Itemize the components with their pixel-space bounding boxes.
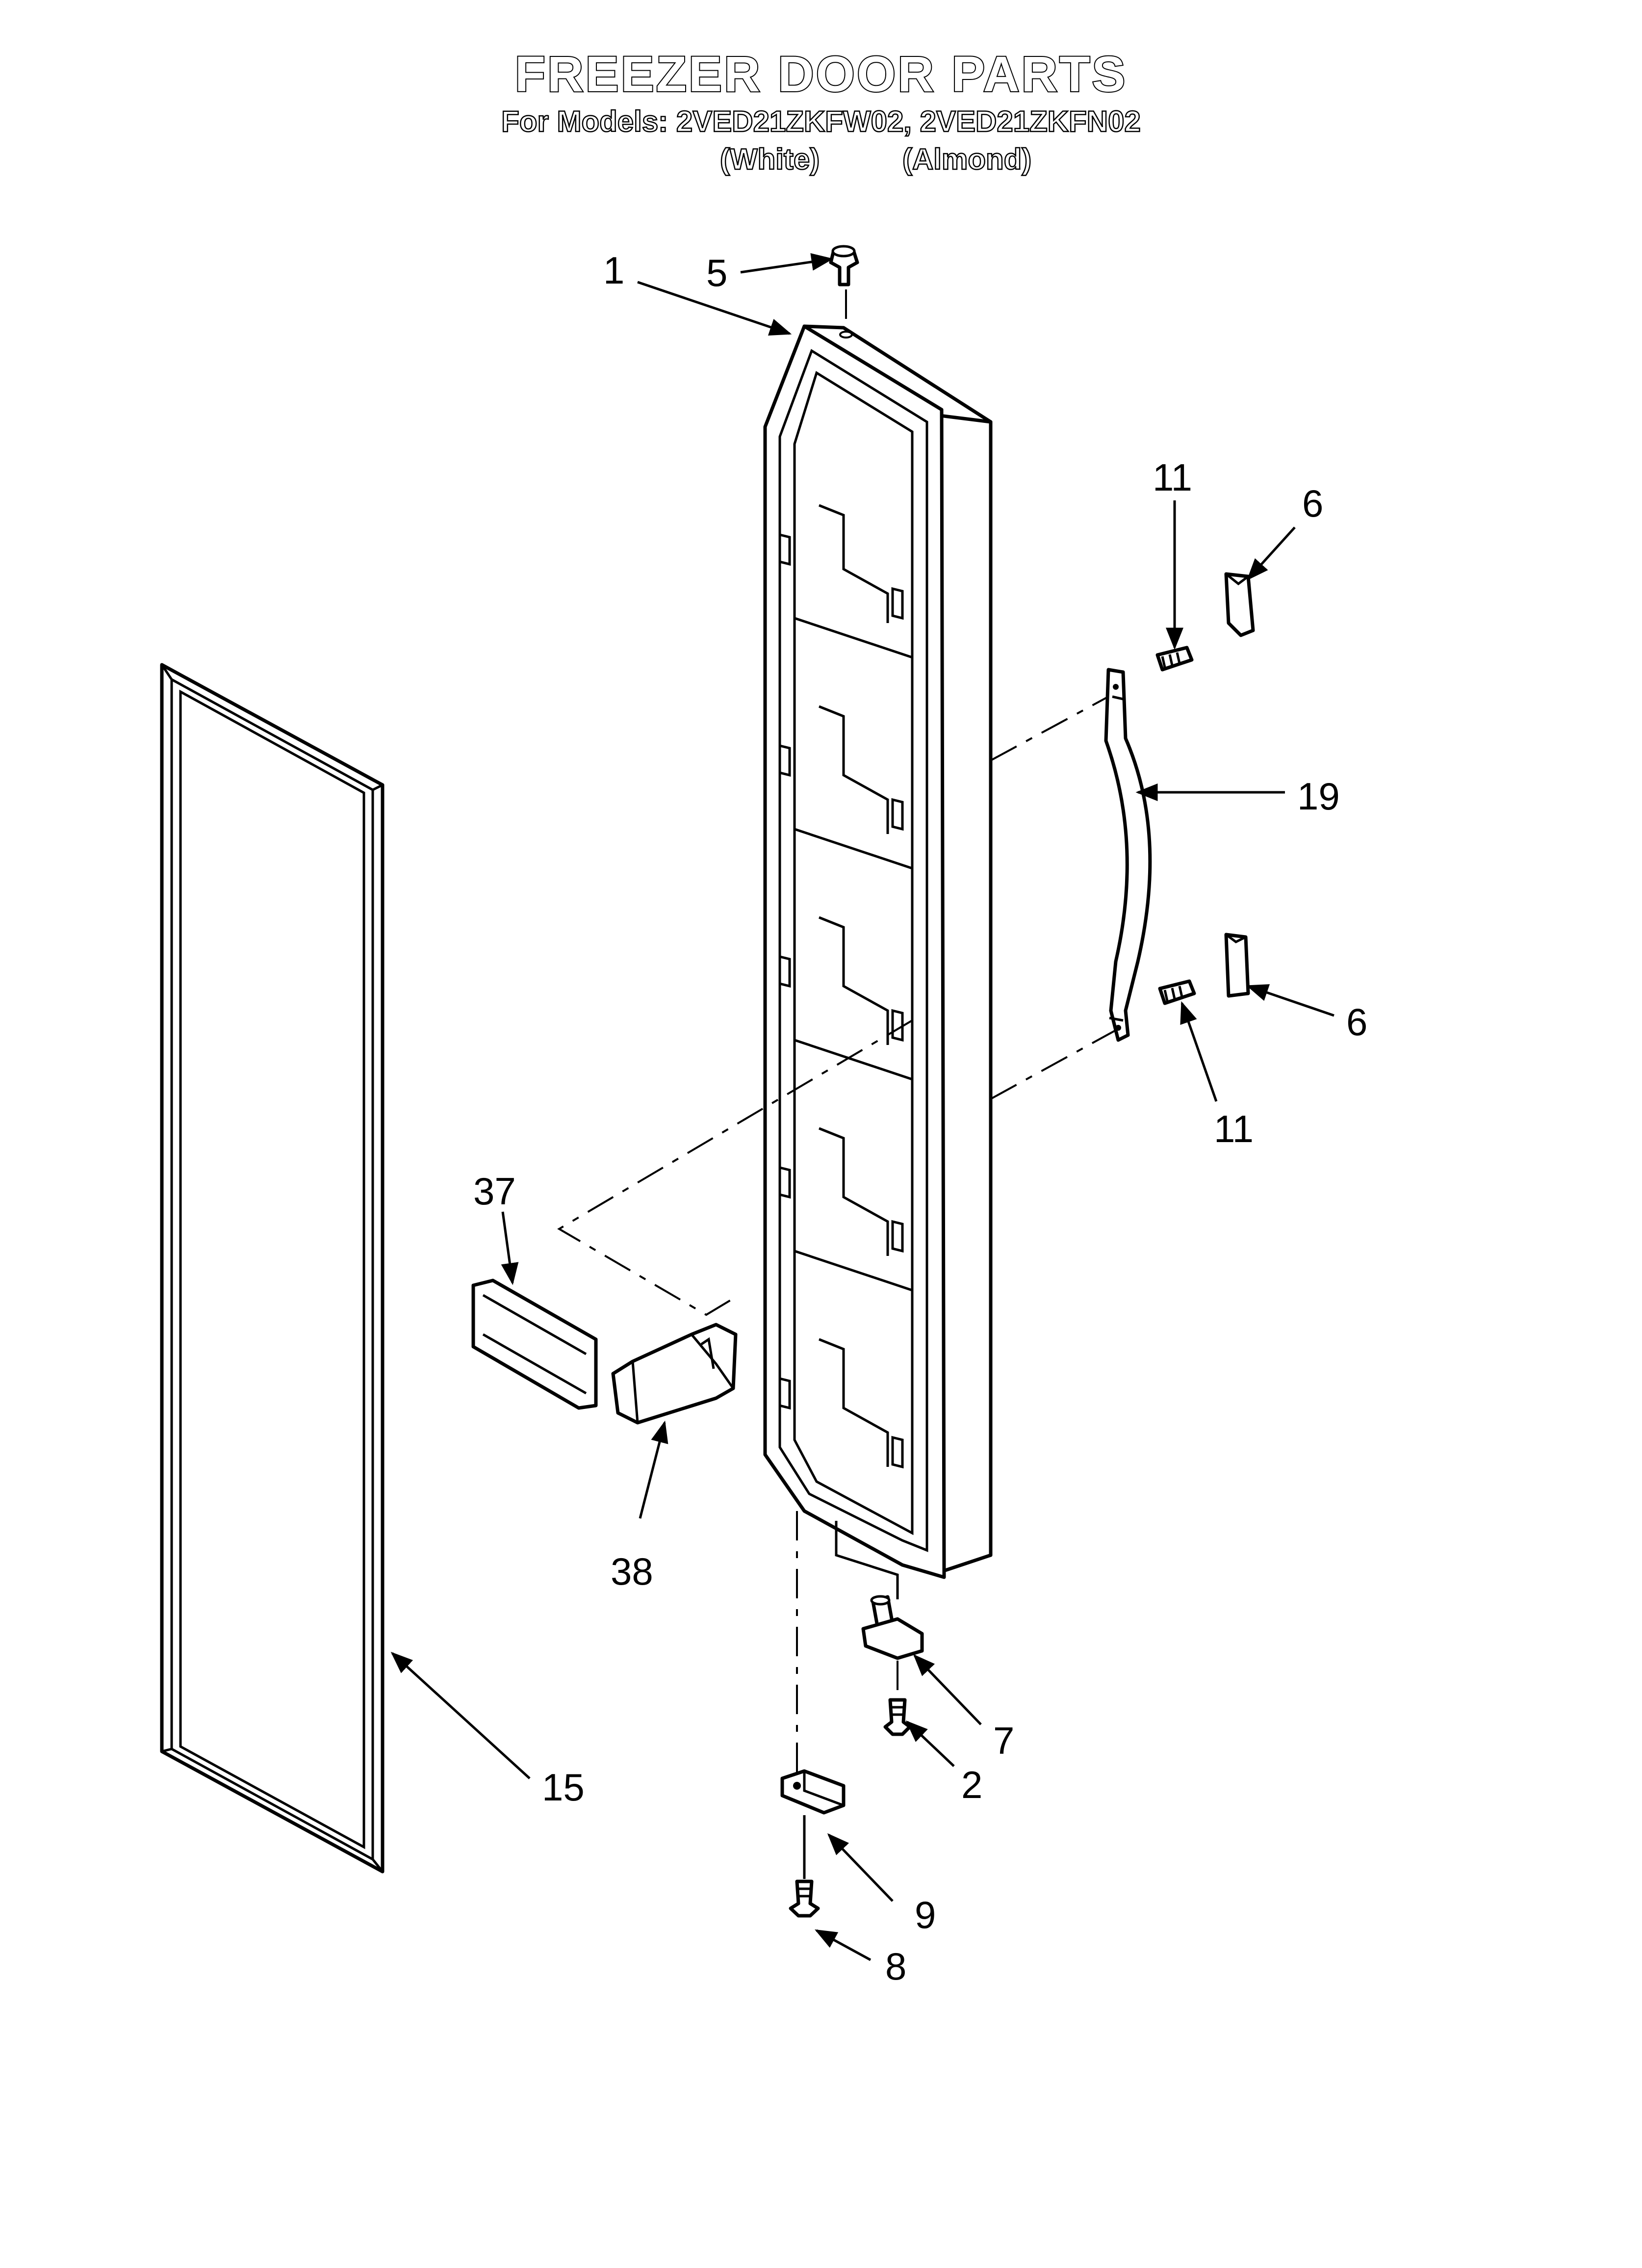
door-panel [763, 324, 993, 1579]
bracket-screw [789, 1879, 820, 1918]
callout-end-cap-top: 6 [1302, 482, 1323, 525]
shelf-alignment-line [557, 1019, 913, 1316]
handle-bottom-alignment-line [990, 1029, 1116, 1100]
callout-hinge: 7 [993, 1719, 1014, 1762]
handle-end-cap-bottom [1224, 933, 1250, 998]
callout-bottom-bracket: 9 [915, 1893, 936, 1936]
callout-handle-screw-bottom: 11 [1214, 1107, 1254, 1150]
callout-handle: 19 [1297, 775, 1340, 818]
handle-screw-top [1155, 646, 1194, 672]
handle-end-cap-top [1224, 572, 1255, 637]
callout-end-cap-bottom: 6 [1346, 1000, 1367, 1043]
color-almond-label: (Almond) [902, 142, 1032, 177]
door-gasket [160, 663, 385, 1874]
handle-screw-bottom [1158, 979, 1196, 1005]
callout-door-panel: 1 [603, 249, 624, 292]
callout-shelf-trim: 37 [473, 1170, 516, 1213]
door-plug [829, 245, 859, 287]
callout-door-plug: 5 [706, 251, 727, 294]
callout-gasket: 15 [542, 1766, 585, 1809]
page-header: FREEZER DOOR PARTS For Models: 2VED21ZKF… [0, 46, 1642, 139]
page-title: FREEZER DOOR PARTS [514, 46, 1128, 103]
door-handle [1104, 668, 1152, 1042]
callout-hinge-screw: 2 [961, 1763, 982, 1806]
callout-handle-screw-top: 11 [1153, 456, 1192, 499]
callout-bracket-screw: 8 [885, 1945, 906, 1988]
shelf-end-cap [611, 1323, 738, 1425]
shelf-trim [471, 1278, 598, 1410]
hinge-alignment-line [835, 1521, 899, 1599]
callout-shelf-end-cap: 38 [611, 1550, 653, 1593]
bottom-bracket [780, 1769, 846, 1815]
models-line: For Models: 2VED21ZKFW02, 2VED21ZKFN02 [501, 104, 1141, 139]
handle-top-alignment-line [990, 696, 1109, 761]
door-hinge [861, 1595, 924, 1660]
color-white-label: (White) [719, 142, 821, 177]
hinge-screw [883, 1698, 912, 1736]
